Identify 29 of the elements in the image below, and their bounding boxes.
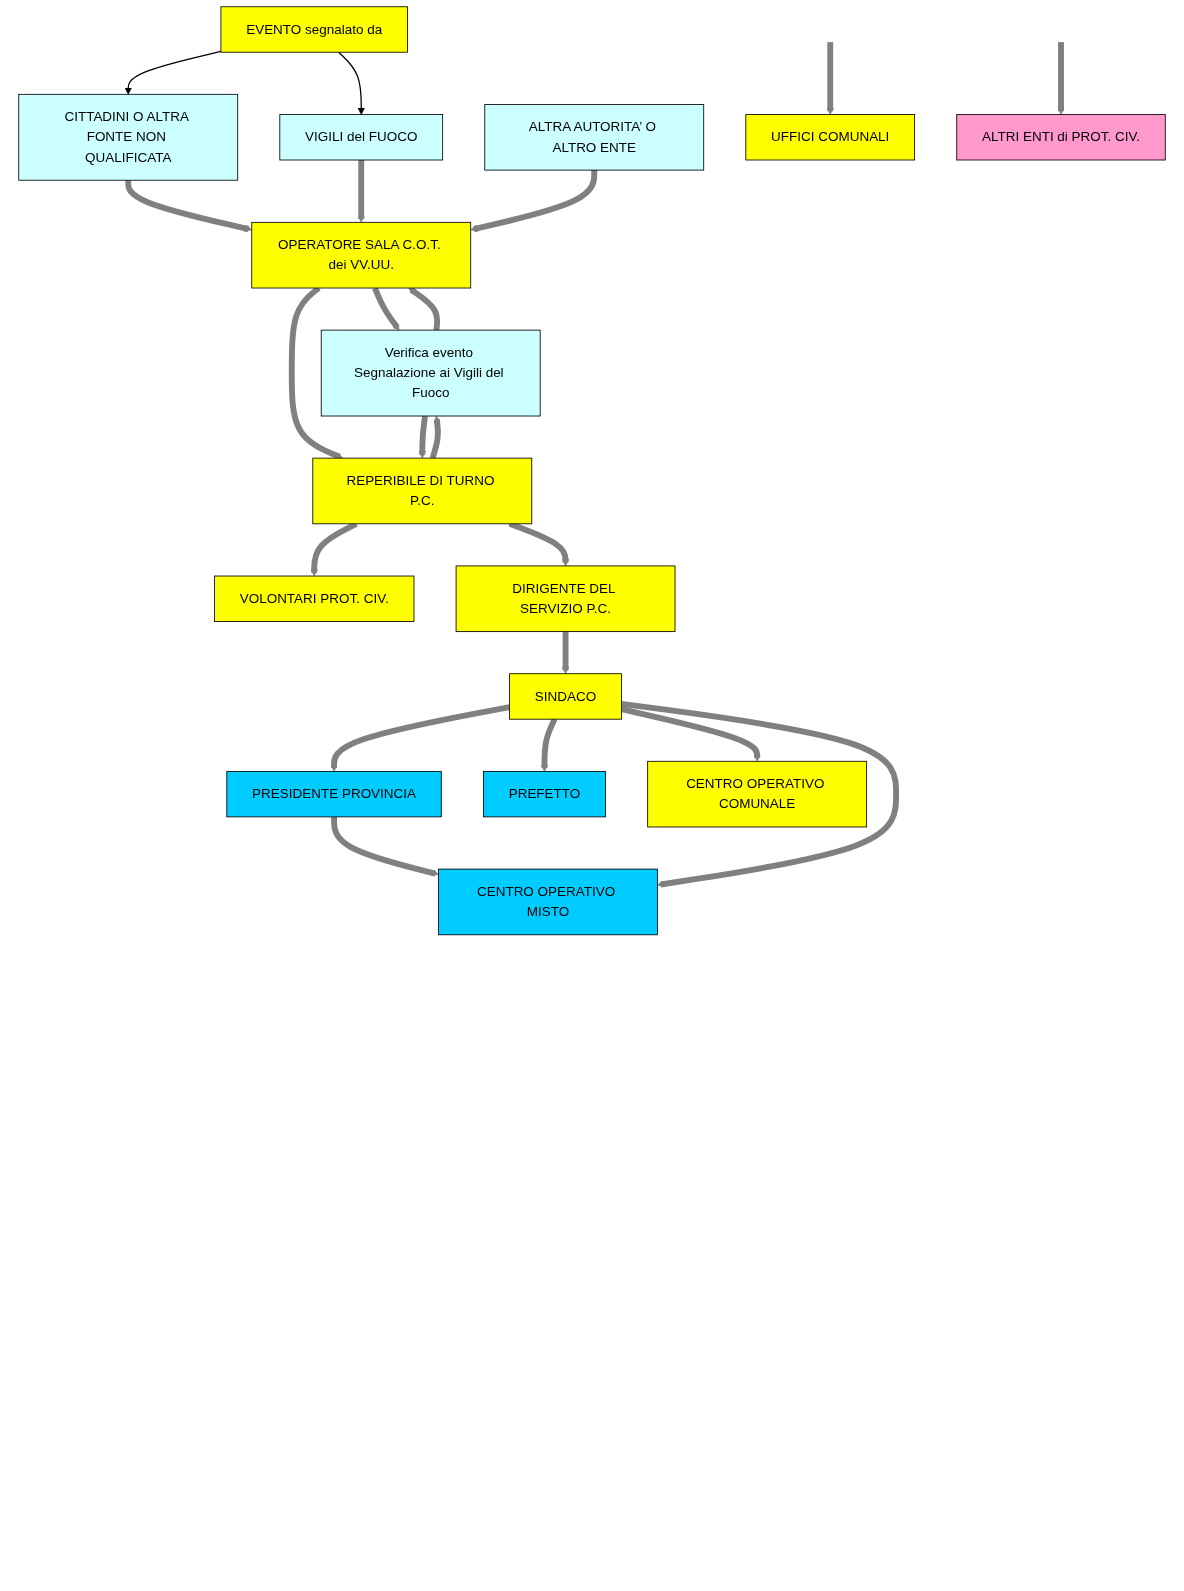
arrow xyxy=(826,42,834,115)
node-box: CENTRO OPERATIVO COMUNALE xyxy=(647,760,868,828)
node-box: PREFETTO xyxy=(482,771,606,818)
node-box: EVENTO segnalato da xyxy=(220,6,408,53)
arrow xyxy=(124,50,222,95)
arrow xyxy=(408,287,441,331)
arrow xyxy=(1057,42,1065,115)
node-box: DIRIGENTE DEL SERVIZIO P.C. xyxy=(455,565,676,633)
arrow xyxy=(429,415,441,459)
arrow xyxy=(338,51,365,115)
node-box: Verifica evento Segnalazione ai Vigili del Fuoco xyxy=(320,329,541,417)
arrow xyxy=(620,706,761,762)
arrow xyxy=(357,160,365,223)
arrow xyxy=(621,700,900,888)
node-box: CENTRO OPERATIVO MISTO xyxy=(438,868,658,936)
node-box: VIGILI del FUOCO xyxy=(279,114,444,161)
node-box: REPERIBILE DI TURNO P.C. xyxy=(312,457,533,525)
node-box: ALTRA AUTORITA’ O ALTRO ENTE xyxy=(484,104,705,171)
node-box: SINDACO xyxy=(509,673,622,720)
node-box: ALTRI ENTI di PROT. CIV. xyxy=(956,114,1166,161)
node-box: VOLONTARI PROT. CIV. xyxy=(214,575,415,622)
node-box: UFFICI COMUNALI xyxy=(745,114,916,161)
node-box: OPERATORE SALA C.O.T. dei VV.UU. xyxy=(251,221,472,289)
arrow xyxy=(330,704,511,772)
node-box: CITTADINI O ALTRA FONTE NON QUALIFICATA xyxy=(18,93,239,181)
arrow xyxy=(125,180,253,232)
arrow xyxy=(418,415,428,459)
arrow xyxy=(561,631,570,675)
node-box: PRESIDENTE PROVINCIA xyxy=(226,771,442,818)
